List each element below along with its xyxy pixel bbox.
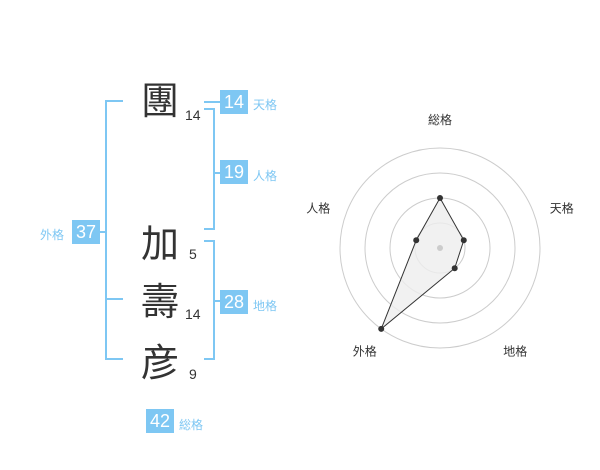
radar-axis-label-0: 総格 — [428, 112, 452, 127]
jinkaku-bracket-top — [204, 108, 215, 110]
radar-axis-label-2: 地格 — [503, 344, 527, 359]
jinkaku-bracket-vertical — [213, 108, 215, 230]
gaikaku-bracket-vertical — [105, 100, 107, 360]
radar-point-2 — [451, 265, 458, 272]
radar-point-1 — [460, 237, 467, 244]
tenkaku-label: 天格 — [253, 98, 278, 112]
stroke-count-2: 5 — [189, 246, 197, 262]
stroke-count-1: 14 — [185, 107, 201, 123]
soukaku-badge: 42 — [146, 409, 174, 433]
radar-polygon — [380, 196, 465, 330]
chikaku-bracket-top — [204, 240, 215, 242]
chikaku-label: 地格 — [253, 299, 278, 313]
radar-axis-label-4: 人格 — [306, 200, 330, 215]
soukaku-label: 総格 — [179, 418, 204, 432]
stroke-count-4: 9 — [189, 366, 197, 382]
tenkaku-bracket — [204, 101, 220, 103]
gaikaku-label: 外格 — [40, 228, 65, 242]
name-char-1: 團 — [141, 79, 180, 123]
chikaku-bracket-bottom — [204, 358, 215, 360]
gaikaku-badge: 37 — [72, 220, 100, 244]
gaikaku-connector — [98, 231, 107, 233]
name-char-3: 壽 — [141, 280, 180, 324]
name-char-2: 加 — [141, 222, 180, 266]
gaikaku-bracket-mid — [105, 298, 123, 300]
name-char-4: 彦 — [141, 341, 180, 385]
radar-point-0 — [437, 195, 443, 201]
chikaku-connector — [213, 300, 220, 302]
radar-ring — [339, 147, 541, 349]
radar-axis-label-3: 外格 — [353, 344, 377, 359]
radar-ring — [364, 172, 516, 324]
tenkaku-badge: 14 — [220, 90, 248, 114]
chikaku-badge: 28 — [220, 290, 248, 314]
jinkaku-label: 人格 — [253, 169, 278, 183]
gaikaku-bracket-bottom — [105, 358, 123, 360]
jinkaku-badge: 19 — [220, 160, 248, 184]
stroke-count-3: 14 — [185, 306, 201, 322]
jinkaku-bracket-bottom — [204, 228, 215, 230]
gaikaku-bracket-top — [105, 100, 123, 102]
radar-center-dot — [437, 245, 443, 251]
radar-point-3 — [378, 325, 385, 332]
radar-point-4 — [413, 237, 420, 244]
radar-axis-label-1: 天格 — [550, 200, 574, 215]
jinkaku-connector — [213, 172, 220, 174]
